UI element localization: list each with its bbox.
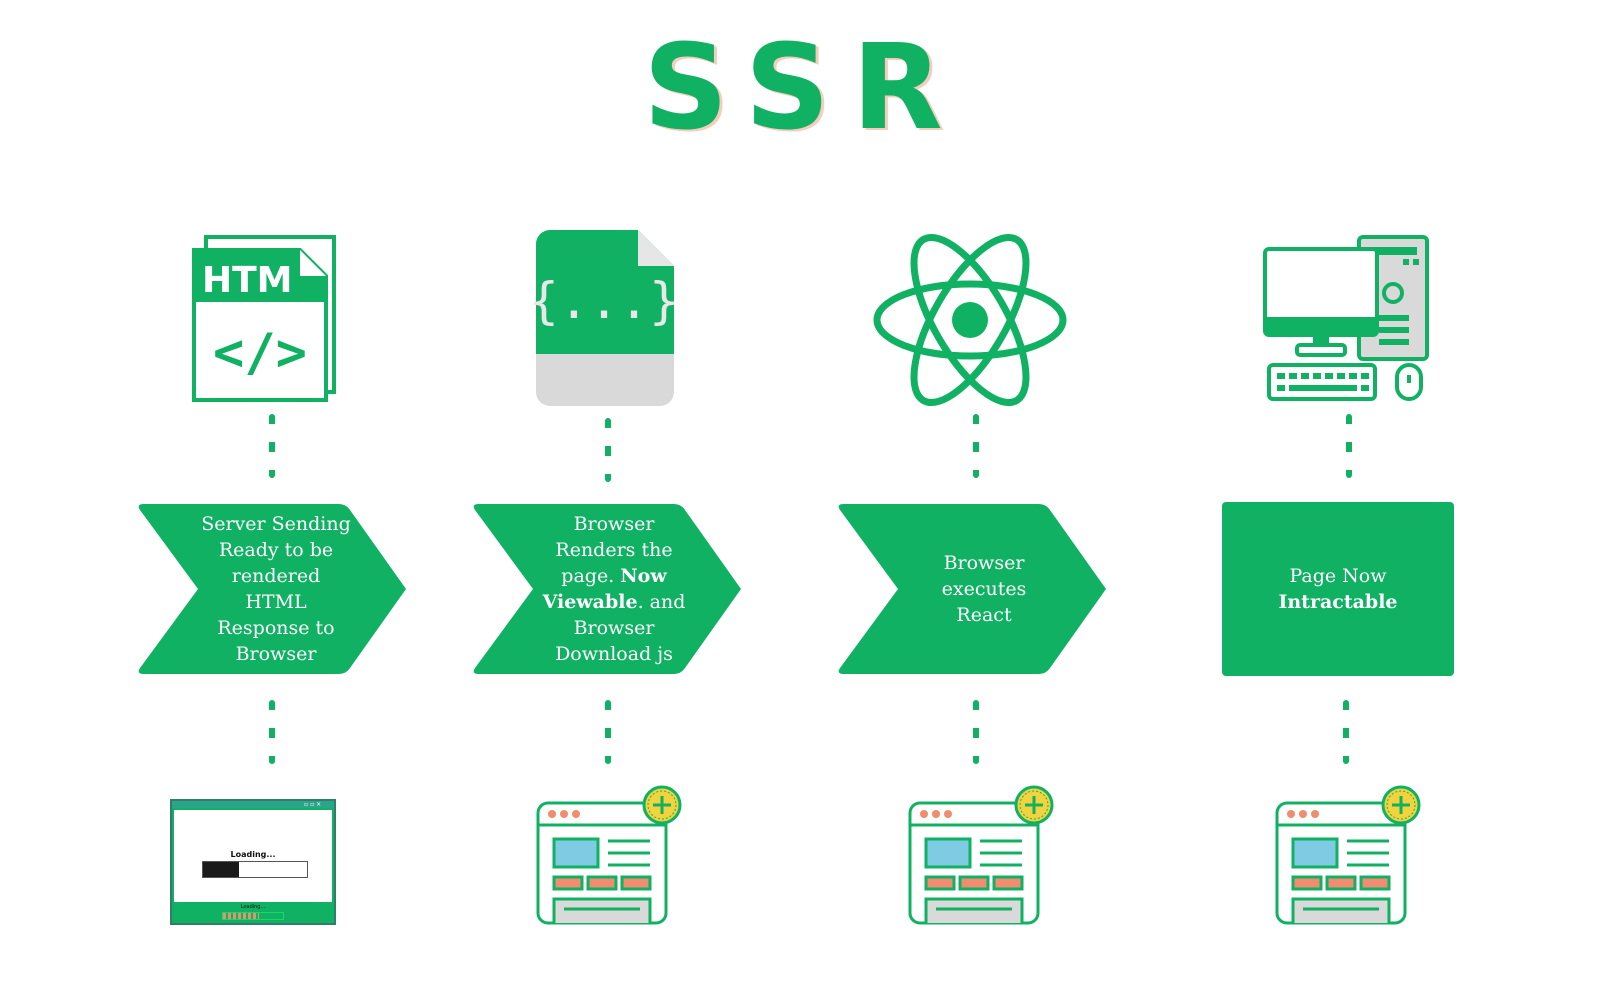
step-3-line: Browser (943, 552, 1025, 574)
connector-top-3 (973, 414, 979, 478)
step-1-chevron (138, 504, 406, 674)
step-4-bold: Intractable (1278, 591, 1398, 613)
webpage-add-icon-3 (1275, 785, 1421, 925)
json-glyph: {...} (534, 272, 676, 330)
step-2-line: page. (561, 565, 621, 587)
desktop-computer-icon (1263, 235, 1429, 401)
connector-top-1 (269, 414, 275, 478)
step-2-bold: Viewable (542, 591, 638, 613)
step-4-box: Page Now Intractable (1222, 502, 1454, 676)
html-file-icon: HTM </> (192, 235, 336, 402)
loading-label: Loading... (230, 850, 276, 859)
connector-top-4 (1346, 414, 1352, 478)
webpage-add-icon-1 (536, 785, 682, 925)
step-2-line: . and (637, 591, 686, 613)
step-1-line: Browser (235, 643, 317, 665)
step-3-chevron (838, 504, 1106, 674)
step-1-text: Server Sending Ready to be rendered HTML… (192, 508, 360, 670)
loading-window: ▫▫× Loading... Loading... (170, 799, 336, 925)
step-3-text: Browser executes React (900, 508, 1068, 670)
footer-progress (222, 912, 284, 920)
step-1-line: Response to (217, 617, 335, 639)
connector-bottom-4 (1343, 700, 1349, 764)
connector-top-2 (605, 418, 611, 482)
html-label: HTM (202, 260, 293, 301)
step-2-line: Renders the (555, 539, 673, 561)
connector-bottom-3 (973, 700, 979, 764)
step-1-line: Ready to be (218, 539, 334, 561)
step-4-line: Page Now (1289, 565, 1387, 587)
step-2-line: Browser (573, 513, 655, 535)
step-1-line: HTML (245, 591, 307, 613)
react-atom-icon (873, 233, 1067, 407)
step-3-line: executes (941, 578, 1027, 600)
step-3-line: React (956, 604, 1012, 626)
page-title: SSR (643, 18, 965, 156)
connector-bottom-1 (269, 700, 275, 764)
json-file-icon: {...} (534, 230, 676, 406)
webpage-add-icon-2 (908, 785, 1054, 925)
step-1-line: rendered (231, 565, 321, 587)
code-glyph: </> (213, 323, 307, 383)
step-2-line: Download js (555, 643, 673, 665)
footer-loading-label: Loading... (240, 904, 266, 910)
loading-progress-fill (203, 862, 240, 877)
step-2-chevron (473, 504, 741, 674)
step-1-line: Server Sending (201, 513, 351, 535)
step-2-line: Browser (573, 617, 655, 639)
connector-bottom-2 (605, 700, 611, 764)
loading-progress-bar (202, 861, 308, 878)
step-2-bold: Now (620, 565, 667, 587)
step-2-text: Browser Renders the page. Now Viewable. … (530, 508, 698, 670)
